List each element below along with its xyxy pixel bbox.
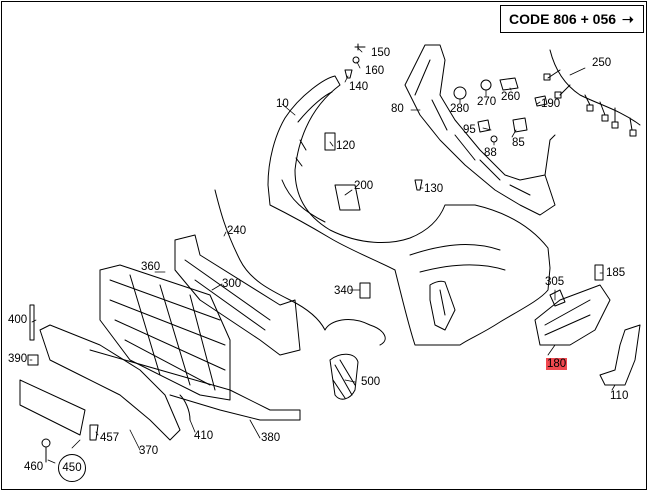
part-label-240[interactable]: 240 (227, 225, 247, 237)
wiring-harness-drawing (543, 49, 641, 137)
part-label-280[interactable]: 280 (450, 103, 470, 115)
part-label-457[interactable]: 457 (100, 432, 120, 444)
part-label-130[interactable]: 130 (424, 183, 444, 195)
part-label-360[interactable]: 360 (141, 261, 161, 273)
support-bracket-drawing (174, 234, 301, 356)
part-label-160[interactable]: 160 (365, 65, 385, 77)
part-label-185[interactable]: 185 (606, 267, 626, 279)
part-label-400[interactable]: 400 (8, 314, 28, 326)
grille-drawing (99, 264, 231, 401)
part-label-85[interactable]: 85 (512, 137, 525, 149)
part-label-370[interactable]: 370 (139, 445, 159, 457)
impact-absorber-drawing (404, 44, 556, 216)
part-label-10[interactable]: 10 (276, 98, 289, 110)
part-label-450[interactable]: 450 (58, 454, 86, 482)
code-box: CODE 806 + 056 ➝ (500, 5, 644, 33)
part-label-300[interactable]: 300 (222, 278, 242, 290)
front-bumper-cover-drawing (267, 75, 551, 346)
part-label-270[interactable]: 270 (477, 96, 497, 108)
code-text: CODE 806 + 056 (509, 11, 617, 27)
part-label-120[interactable]: 120 (336, 140, 356, 152)
part-label-260[interactable]: 260 (501, 91, 521, 103)
part-label-250[interactable]: 250 (592, 57, 612, 69)
side-brackets-drawing (534, 264, 641, 386)
bracket-340-drawing (359, 282, 371, 299)
lower-fasteners-drawing (19, 304, 191, 463)
part-label-500[interactable]: 500 (361, 376, 381, 388)
part-label-340[interactable]: 340 (334, 285, 354, 297)
part-label-150[interactable]: 150 (371, 47, 391, 59)
part-label-460[interactable]: 460 (24, 461, 44, 473)
fog-grille-drawing (329, 353, 359, 400)
part-label-305[interactable]: 305 (545, 276, 565, 288)
arrow-right-icon: ➝ (622, 10, 634, 27)
small-fasteners-drawing (324, 43, 423, 211)
sensor-wire-drawing (214, 189, 386, 346)
part-label-110[interactable]: 110 (610, 390, 629, 402)
part-label-410[interactable]: 410 (194, 430, 214, 442)
lower-bumper-drawing (39, 324, 301, 441)
part-label-180-highlighted[interactable]: 180 (546, 358, 568, 370)
part-label-95[interactable]: 95 (463, 124, 476, 136)
part-label-200[interactable]: 200 (354, 180, 374, 192)
part-label-380[interactable]: 380 (261, 432, 281, 444)
part-label-390[interactable]: 390 (8, 353, 28, 365)
part-label-190[interactable]: 190 (541, 98, 561, 110)
part-label-140[interactable]: 140 (349, 81, 369, 93)
leader-lines (29, 47, 616, 464)
part-label-88[interactable]: 88 (484, 147, 497, 159)
part-label-80[interactable]: 80 (391, 103, 404, 115)
